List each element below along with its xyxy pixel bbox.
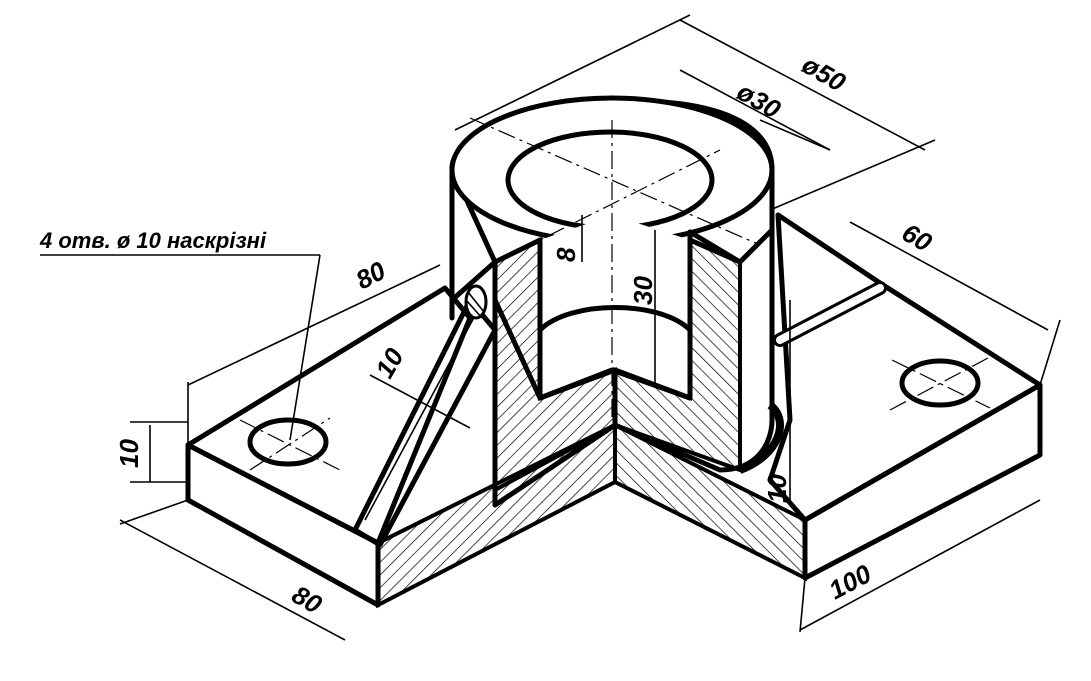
left-wing-top-face (185, 285, 473, 546)
weld-right-rib (776, 284, 884, 344)
holes-note: 4 отв. ø 10 наскрізні (39, 228, 267, 253)
dim-80-bottom: 80 (287, 579, 328, 620)
left-wing-front-face (185, 442, 381, 608)
dim-d50: ø50 (797, 49, 851, 98)
cylinder-boss (449, 95, 887, 508)
dim-10-left: 10 (114, 439, 144, 468)
center-lines (239, 117, 991, 471)
dim-d30: ø30 (732, 76, 786, 125)
right-wing-front-face (802, 382, 1043, 581)
hole-left (247, 417, 329, 467)
dim-8: 8 (551, 247, 581, 262)
weld-right-bottom (738, 401, 784, 474)
dimension-lines (40, 14, 1061, 641)
dim-80-top: 80 (351, 255, 391, 295)
dim-10-right: 10 (762, 474, 792, 503)
boss-top-inner (505, 129, 715, 231)
dim-30: 30 (628, 276, 658, 305)
